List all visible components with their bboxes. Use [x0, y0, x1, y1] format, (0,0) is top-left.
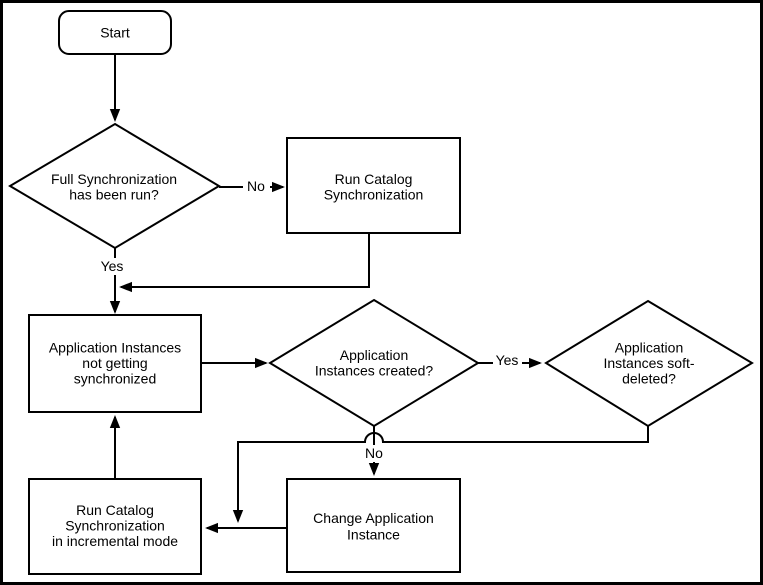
app-instances-soft-deleted-label-line2: Instances soft- [603, 355, 694, 371]
app-instances-not-synced-shape [28, 314, 202, 413]
change-app-instance-label-line2: Instance [347, 527, 400, 543]
app-instances-created-label-line1: Application [340, 347, 409, 363]
no-full-sync-label-bg [243, 178, 270, 195]
app-instances-soft-deleted-label-line3: deleted? [622, 371, 676, 387]
node-app-instances-created: Application Instances created? [268, 298, 480, 428]
app-instances-soft-deleted-label-line1: Application [615, 340, 684, 356]
run-catalog-sync-incremental-shape [28, 478, 202, 575]
yes-full-sync-label: Yes [101, 258, 124, 274]
run-catalog-sync-shape [286, 137, 461, 234]
edge-labels: No Yes Yes No [98, 178, 522, 462]
yes-full-sync-label-bg [98, 258, 127, 275]
node-full-sync-run: Full Synchronization has been run? [8, 122, 221, 250]
no-created-label-bg [361, 445, 388, 462]
change-app-instance-label-line1: Change Application [313, 510, 434, 526]
app-instances-not-synced-label-line3: synchronized [74, 371, 157, 387]
node-change-app-instance: Change Application Instance [286, 478, 461, 573]
run-catalog-sync-label-line1: Run Catalog [335, 171, 413, 187]
full-sync-run-shape [8, 122, 221, 250]
full-sync-run-label-line2: has been run? [69, 187, 159, 203]
yes-created-label-bg [493, 352, 522, 369]
app-instances-not-synced-label-line1: Application Instances [49, 340, 181, 356]
edge-runcatalog-to-merge [119, 233, 370, 293]
app-instances-created-label-line2: Instances created? [315, 363, 434, 379]
app-instances-created-shape [268, 298, 480, 428]
full-sync-run-label-line1: Full Synchronization [51, 171, 177, 187]
node-app-instances-soft-deleted: Application Instances soft- deleted? [544, 299, 754, 428]
start-label: Start [100, 25, 130, 41]
yes-created-label: Yes [496, 352, 519, 368]
run-catalog-sync-incremental-label-line2: Synchronization [65, 518, 165, 534]
no-full-sync-label: No [247, 178, 265, 194]
change-app-instance-shape [286, 478, 461, 573]
start-shape [58, 10, 172, 55]
edge-softdeleted-to-bottom [232, 426, 649, 523]
node-start: Start [58, 10, 172, 55]
node-run-catalog-sync-incremental: Run Catalog Synchronization in increment… [28, 478, 202, 575]
app-instances-not-synced-label-line2: not getting [82, 355, 147, 371]
node-run-catalog-sync: Run Catalog Synchronization [286, 137, 461, 234]
node-app-instances-not-synced: Application Instances not getting synchr… [28, 314, 202, 413]
run-catalog-sync-incremental-label-line3: in incremental mode [52, 533, 178, 549]
run-catalog-sync-label-line2: Synchronization [324, 187, 424, 203]
no-created-label: No [365, 445, 383, 461]
app-instances-soft-deleted-shape [544, 299, 754, 428]
run-catalog-sync-incremental-label-line1: Run Catalog [76, 502, 154, 518]
